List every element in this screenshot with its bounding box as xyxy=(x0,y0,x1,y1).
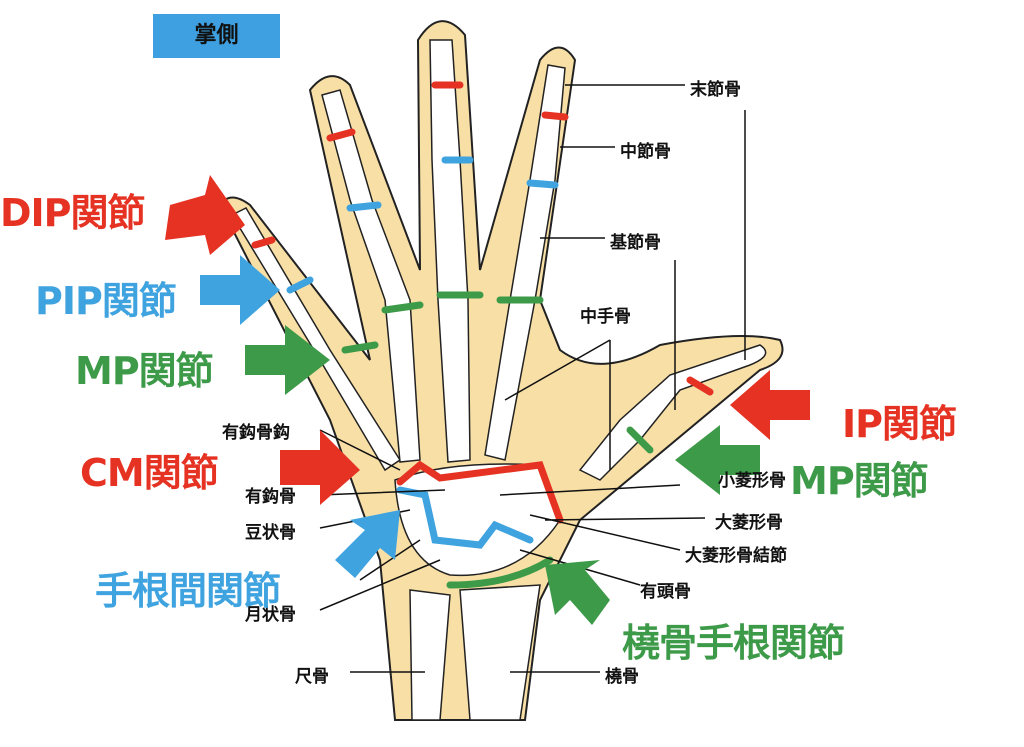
label-capitate: 有頭骨 xyxy=(640,582,691,602)
mp-arrow-left xyxy=(245,325,330,395)
middle-finger-bones xyxy=(429,39,471,463)
label-lunate: 月状骨 xyxy=(245,605,296,625)
thumb-bones xyxy=(578,344,767,481)
cm-arrow xyxy=(280,430,360,505)
mp-arrow-right xyxy=(675,425,760,495)
index-finger-bones xyxy=(484,64,566,461)
label-radiocarpal-joint: 橈骨手根関節 xyxy=(622,621,845,665)
label-metacarpal: 中手骨 xyxy=(580,307,631,327)
label-hook-of-hamate: 有鈎骨鈎 xyxy=(222,423,290,443)
label-ulna: 尺骨 xyxy=(295,667,329,687)
intercarpal-arrow xyxy=(335,510,400,578)
label-trapezium-tubercle: 大菱形骨結節 xyxy=(685,546,787,566)
label-dip-joint: DIP関節 xyxy=(0,191,146,235)
radius-bone xyxy=(459,584,541,721)
label-trapezoid: 小菱形骨 xyxy=(718,471,786,491)
label-middle-phalanx: 中節骨 xyxy=(620,142,671,162)
label-pisiform: 豆状骨 xyxy=(245,523,296,543)
label-radius: 橈骨 xyxy=(605,667,639,687)
ip-arrow xyxy=(730,370,810,440)
joint-arrows xyxy=(165,175,810,625)
label-ip-joint: IP関節 xyxy=(842,402,957,446)
radiocarpal-arrow xyxy=(545,560,610,625)
label-pip-joint: PIP関節 xyxy=(35,279,177,323)
ring-finger-bones xyxy=(321,89,421,463)
label-hamate: 有鈎骨 xyxy=(245,487,296,507)
label-mp-joint-right: MP関節 xyxy=(790,459,929,503)
palmar-side-title: 掌側 xyxy=(153,14,280,58)
pip-arrow xyxy=(200,255,280,325)
label-trapezium: 大菱形骨 xyxy=(715,513,783,533)
label-mp-joint-left: MP関節 xyxy=(75,349,214,393)
label-distal-phalanx: 末節骨 xyxy=(690,80,741,100)
carpal-bones xyxy=(394,463,561,577)
label-proximal-phalanx: 基節骨 xyxy=(610,233,661,253)
label-intercarpal-joint: 手根間関節 xyxy=(95,569,281,613)
ulna-bone xyxy=(409,589,451,721)
dip-arrow xyxy=(165,175,245,255)
label-cm-joint: CM関節 xyxy=(80,451,219,495)
